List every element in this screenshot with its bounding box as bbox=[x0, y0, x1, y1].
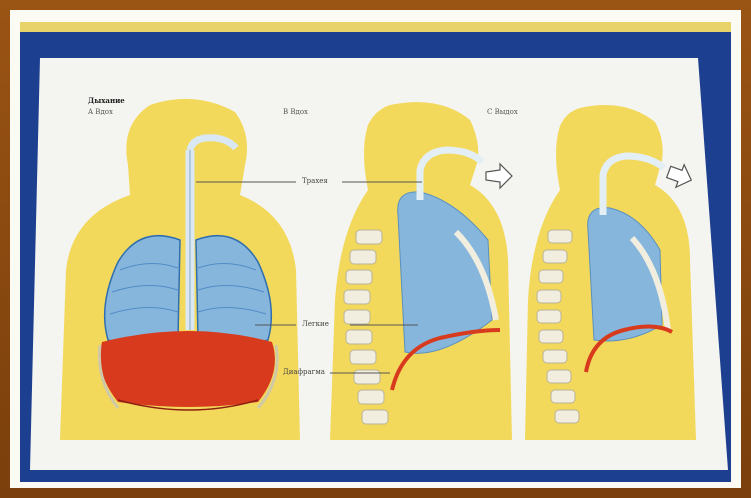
panel-b-letter: B bbox=[283, 108, 288, 116]
panel-b-text: Вдох bbox=[290, 108, 308, 116]
lungs-label: Легкие bbox=[302, 320, 329, 328]
panel-a-letter: A bbox=[88, 108, 93, 116]
panel-c-text: Выдох bbox=[495, 108, 518, 116]
panel-a-caption: A Вдох bbox=[88, 108, 113, 116]
trachea-label: Трахея bbox=[302, 177, 328, 185]
diaphragm-label: Диафрагма bbox=[283, 368, 325, 376]
panel-c-caption: C Выдох bbox=[487, 108, 518, 116]
poster-title: Дыхание bbox=[88, 96, 125, 105]
panel-a-text: Вдох bbox=[95, 108, 113, 116]
panel-c-letter: C bbox=[487, 108, 492, 116]
panel-b-caption: B Вдох bbox=[283, 108, 308, 116]
